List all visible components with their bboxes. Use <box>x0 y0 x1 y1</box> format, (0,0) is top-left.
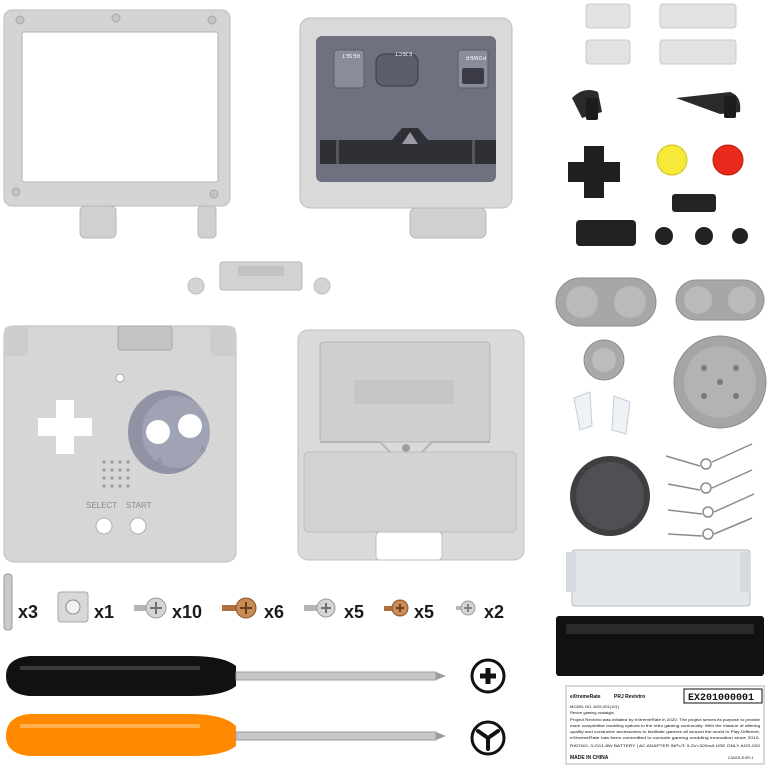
cross-screwdriver <box>6 656 446 696</box>
speaker-grille <box>102 460 130 488</box>
y-screwdriver <box>6 714 446 756</box>
screws-medium: x5 <box>304 598 364 622</box>
label-code: C/AGS-EXR-1 <box>728 755 754 760</box>
power-label: POWER <box>466 54 486 60</box>
back-shell-front: B A SELECT START <box>3 325 237 563</box>
label-body-4: eXtremeRate has been committed to consol… <box>570 735 760 740</box>
arrow-up-icon <box>402 132 418 144</box>
dpad-part <box>568 146 620 198</box>
nut: x1 <box>57 591 114 623</box>
screen-frame <box>3 9 231 239</box>
b-button-part <box>712 144 744 176</box>
label-brand: eXtremeRate <box>570 694 601 700</box>
label-model: MODEL NO. AGS-001(101) <box>570 704 620 709</box>
screws-large: x10 <box>134 597 202 622</box>
screws-small: x2 <box>456 600 504 622</box>
screws-copper-small-qty: x5 <box>414 602 434 622</box>
felt-and-springs <box>570 443 755 540</box>
face-shell: RESET EJECT POWER <box>299 17 513 239</box>
pins-qty: x3 <box>18 602 38 622</box>
label-body-1: Project Revivtro was initiated by eXtrem… <box>570 717 761 722</box>
back-shell-rear <box>297 329 525 561</box>
hinge-parts <box>187 261 331 295</box>
label-body-3: quality and conducive accessories to fac… <box>570 729 760 734</box>
screws-large-qty: x10 <box>172 602 202 622</box>
label-rating: RATING: 3.2V/1.8W BATTERY | AC ADAPTER I… <box>570 743 761 748</box>
y-bit-icon <box>470 720 506 756</box>
clear-light-pipes <box>573 391 631 435</box>
rubber-pads <box>555 277 767 429</box>
screws-copper: x6 <box>222 597 284 622</box>
a-label: A <box>200 445 206 454</box>
reset-label: RESET <box>342 52 360 58</box>
pins: x3 <box>3 573 38 631</box>
eject-label: EJECT <box>395 50 412 56</box>
b-label: B <box>157 457 162 466</box>
label-body-2: more competitive modding options to the … <box>570 723 760 728</box>
start-label: START <box>126 501 152 510</box>
cross-bit-icon <box>470 658 506 694</box>
nut-qty: x1 <box>94 602 114 622</box>
metal-plate-and-lens <box>556 549 764 676</box>
screws-copper-qty: x6 <box>264 602 284 622</box>
label-product: PRJ Revivtro <box>614 694 645 700</box>
dpad-hole <box>38 400 92 454</box>
screws-medium-qty: x5 <box>344 602 364 622</box>
a-button-part <box>656 144 688 176</box>
screws-copper-small: x5 <box>384 599 434 622</box>
label-serial: EX201000001 <box>688 693 754 704</box>
button-parts <box>568 3 748 246</box>
label-origin: MADE IN CHINA <box>570 755 609 761</box>
label-card: eXtremeRate PRJ Revivtro EX201000001 MOD… <box>565 685 765 765</box>
label-tagline: Revive gaming nostalgia. <box>570 710 615 715</box>
screws-small-qty: x2 <box>484 602 504 622</box>
select-label: SELECT <box>86 501 117 510</box>
